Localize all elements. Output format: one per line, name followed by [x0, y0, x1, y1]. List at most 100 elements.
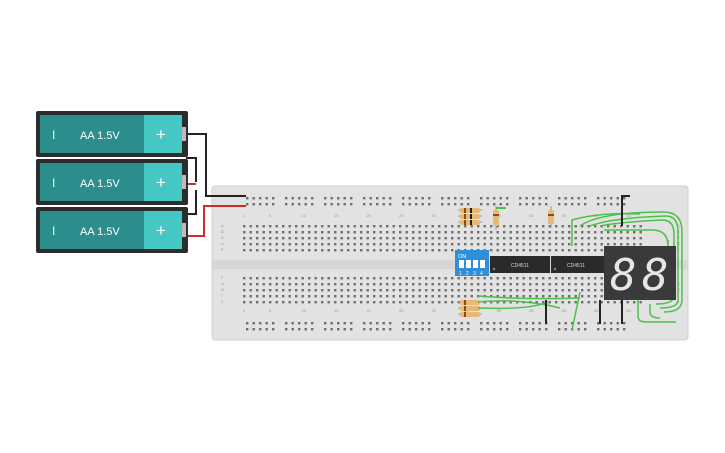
breadboard-hole[interactable]	[363, 322, 366, 325]
breadboard-hole[interactable]	[490, 225, 493, 228]
breadboard-hole[interactable]	[441, 197, 444, 200]
breadboard-hole[interactable]	[405, 231, 408, 234]
breadboard-hole[interactable]	[369, 328, 372, 331]
breadboard-hole[interactable]	[516, 249, 519, 252]
breadboard-hole[interactable]	[314, 249, 317, 252]
breadboard-hole[interactable]	[291, 322, 294, 325]
breadboard-hole[interactable]	[353, 237, 356, 240]
breadboard-hole[interactable]	[386, 277, 389, 280]
breadboard-hole[interactable]	[360, 301, 363, 304]
breadboard-hole[interactable]	[600, 243, 603, 246]
breadboard-hole[interactable]	[587, 289, 590, 292]
breadboard-hole[interactable]	[285, 328, 288, 331]
breadboard-hole[interactable]	[571, 322, 574, 325]
breadboard-hole[interactable]	[389, 197, 392, 200]
breadboard-hole[interactable]	[470, 237, 473, 240]
breadboard-hole[interactable]	[415, 203, 418, 206]
breadboard-hole[interactable]	[581, 301, 584, 304]
breadboard-hole[interactable]	[444, 243, 447, 246]
breadboard-hole[interactable]	[610, 197, 613, 200]
breadboard-hole[interactable]	[386, 243, 389, 246]
breadboard-hole[interactable]	[503, 283, 506, 286]
breadboard-hole[interactable]	[438, 225, 441, 228]
breadboard-hole[interactable]	[584, 328, 587, 331]
breadboard-hole[interactable]	[444, 231, 447, 234]
breadboard-hole[interactable]	[304, 328, 307, 331]
breadboard-hole[interactable]	[613, 231, 616, 234]
breadboard-hole[interactable]	[490, 301, 493, 304]
breadboard-hole[interactable]	[584, 203, 587, 206]
breadboard-hole[interactable]	[496, 249, 499, 252]
breadboard-hole[interactable]	[389, 203, 392, 206]
breadboard-hole[interactable]	[483, 225, 486, 228]
breadboard-hole[interactable]	[616, 203, 619, 206]
breadboard-hole[interactable]	[275, 301, 278, 304]
breadboard-hole[interactable]	[639, 243, 642, 246]
breadboard-hole[interactable]	[314, 283, 317, 286]
breadboard-hole[interactable]	[610, 328, 613, 331]
breadboard-hole[interactable]	[529, 237, 532, 240]
breadboard-hole[interactable]	[516, 289, 519, 292]
breadboard-hole[interactable]	[584, 322, 587, 325]
breadboard-hole[interactable]	[496, 295, 499, 298]
breadboard-hole[interactable]	[360, 231, 363, 234]
breadboard-hole[interactable]	[327, 289, 330, 292]
black-wire[interactable]	[186, 157, 197, 182]
breadboard-hole[interactable]	[603, 197, 606, 200]
breadboard-hole[interactable]	[376, 322, 379, 325]
breadboard-hole[interactable]	[438, 283, 441, 286]
breadboard-hole[interactable]	[555, 283, 558, 286]
breadboard-hole[interactable]	[555, 231, 558, 234]
breadboard-hole[interactable]	[581, 283, 584, 286]
breadboard-hole[interactable]	[252, 203, 255, 206]
breadboard-hole[interactable]	[603, 203, 606, 206]
breadboard-hole[interactable]	[594, 249, 597, 252]
breadboard-hole[interactable]	[249, 283, 252, 286]
breadboard-hole[interactable]	[412, 301, 415, 304]
breadboard-hole[interactable]	[444, 225, 447, 228]
breadboard-hole[interactable]	[529, 243, 532, 246]
breadboard-hole[interactable]	[259, 197, 262, 200]
breadboard-hole[interactable]	[441, 322, 444, 325]
breadboard-hole[interactable]	[464, 289, 467, 292]
resistor[interactable]	[458, 214, 482, 219]
breadboard-hole[interactable]	[613, 225, 616, 228]
breadboard-hole[interactable]	[288, 249, 291, 252]
breadboard-hole[interactable]	[282, 243, 285, 246]
breadboard-hole[interactable]	[373, 283, 376, 286]
breadboard-hole[interactable]	[408, 197, 411, 200]
breadboard-hole[interactable]	[535, 289, 538, 292]
breadboard-hole[interactable]	[600, 289, 603, 292]
breadboard-hole[interactable]	[431, 289, 434, 292]
breadboard-hole[interactable]	[428, 322, 431, 325]
breadboard-hole[interactable]	[444, 249, 447, 252]
breadboard-hole[interactable]	[548, 301, 551, 304]
breadboard-hole[interactable]	[499, 328, 502, 331]
breadboard-hole[interactable]	[405, 295, 408, 298]
breadboard-hole[interactable]	[425, 231, 428, 234]
breadboard-hole[interactable]	[288, 295, 291, 298]
breadboard-hole[interactable]	[321, 243, 324, 246]
breadboard-hole[interactable]	[600, 249, 603, 252]
breadboard-hole[interactable]	[282, 301, 285, 304]
breadboard-hole[interactable]	[464, 283, 467, 286]
breadboard-hole[interactable]	[454, 328, 457, 331]
breadboard-hole[interactable]	[477, 225, 480, 228]
breadboard-hole[interactable]	[366, 295, 369, 298]
breadboard-hole[interactable]	[460, 328, 463, 331]
breadboard-hole[interactable]	[542, 231, 545, 234]
breadboard-hole[interactable]	[288, 243, 291, 246]
breadboard-hole[interactable]	[613, 301, 616, 304]
breadboard-hole[interactable]	[412, 277, 415, 280]
breadboard-hole[interactable]	[496, 237, 499, 240]
breadboard-hole[interactable]	[386, 237, 389, 240]
breadboard-hole[interactable]	[584, 197, 587, 200]
breadboard-hole[interactable]	[243, 225, 246, 228]
breadboard-hole[interactable]	[529, 277, 532, 280]
breadboard-hole[interactable]	[626, 243, 629, 246]
breadboard-hole[interactable]	[600, 295, 603, 298]
breadboard-hole[interactable]	[616, 328, 619, 331]
breadboard-hole[interactable]	[447, 203, 450, 206]
breadboard-hole[interactable]	[477, 289, 480, 292]
breadboard-hole[interactable]	[337, 203, 340, 206]
